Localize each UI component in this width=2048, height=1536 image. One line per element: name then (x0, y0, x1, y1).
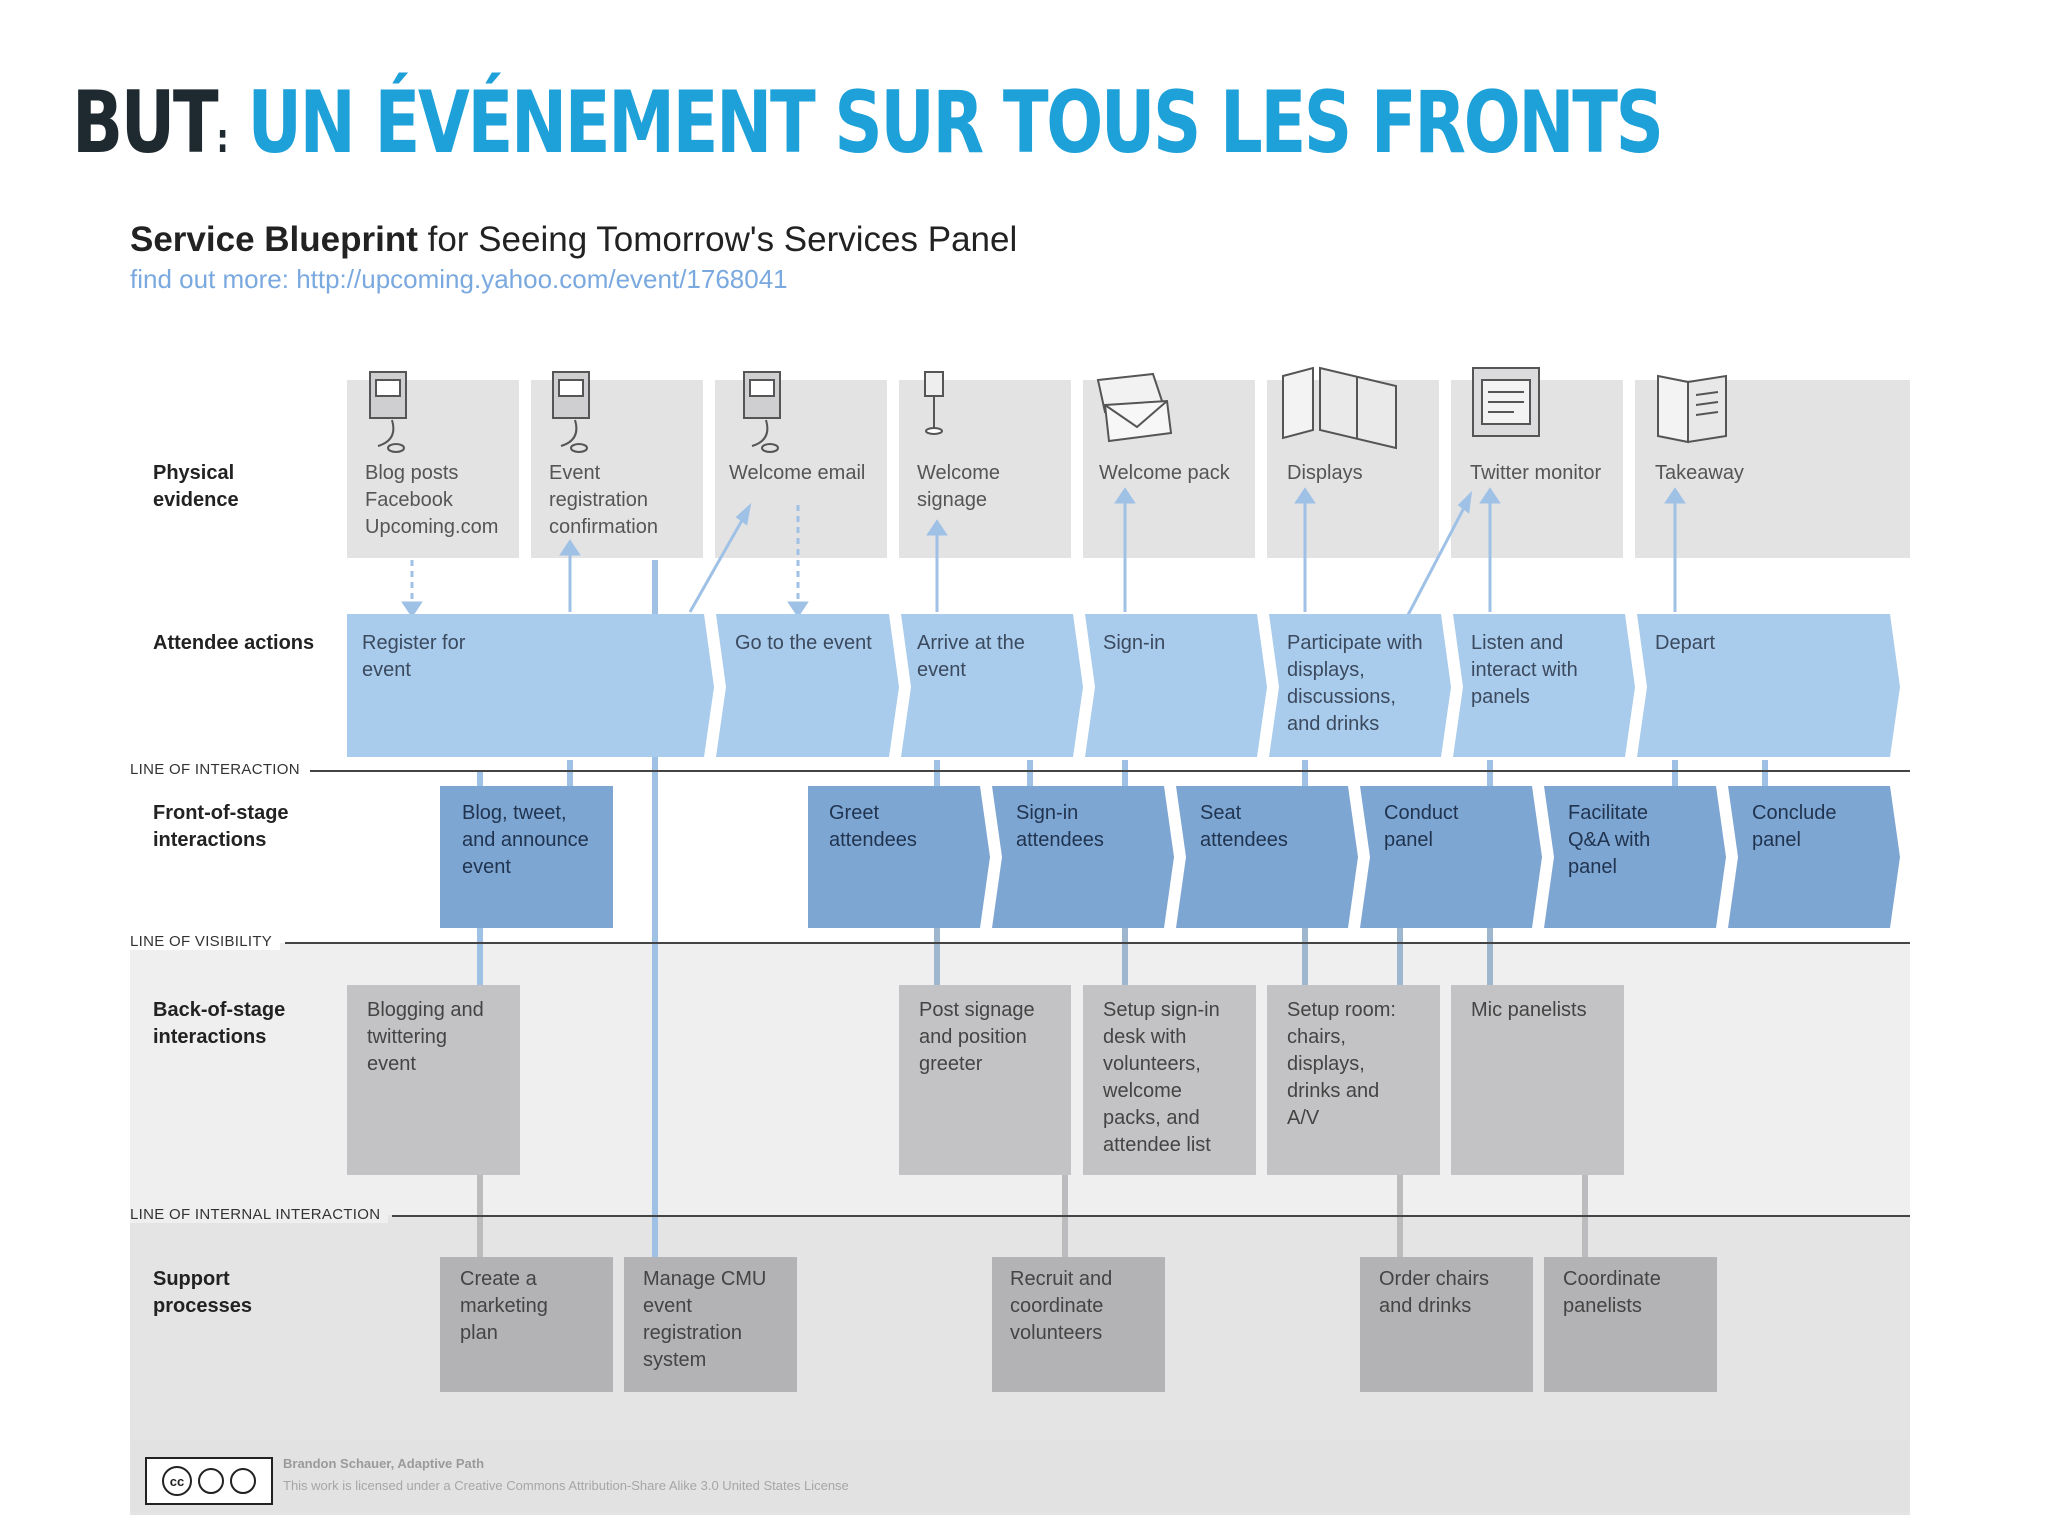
cc-icon: cc (162, 1466, 192, 1496)
evidence-label: Blog posts Facebook Upcoming.com (365, 462, 499, 538)
blueprint-title: Service Blueprint for Seeing Tomorrow's … (130, 220, 1018, 259)
slide-title-lead: BUT (72, 73, 219, 173)
front-stage-interaction: Sign-in attendees (1016, 802, 1104, 851)
front-stage-interaction: Conduct panel (1384, 802, 1459, 851)
envelope-icon (1096, 372, 1173, 443)
support-process: Create a marketing plan (460, 1268, 548, 1344)
evidence-label: Twitter monitor (1470, 462, 1602, 484)
row-label-physical: Physical evidence (153, 462, 239, 511)
slide-title-rest: UN ÉVÉNEMENT SUR TOUS LES FRONTS (247, 73, 1664, 173)
attendee-action: Arrive at the event (917, 632, 1025, 681)
line-label-interaction: LINE OF INTERACTION (130, 761, 308, 778)
slide-title: BUT: UN ÉVÉNEMENT SUR TOUS LES FRONTS (72, 80, 1664, 166)
support-process: Coordinate panelists (1563, 1268, 1661, 1317)
row-label-attendee: Attendee actions (153, 632, 315, 654)
front-stage-interaction: Conclude panel (1752, 802, 1837, 851)
display-board-icon (1282, 366, 1397, 450)
evidence-arrows (401, 487, 1686, 618)
front-stage-chevrons (440, 786, 1900, 928)
attendee-action: Listen and interact with panels (1471, 632, 1578, 708)
back-stage-interaction: Setup room: chairs, displays, drinks and… (1287, 999, 1396, 1129)
attendee-action: Register for event (362, 632, 466, 681)
creative-commons-badge: cc (145, 1457, 273, 1505)
evidence-label: Displays (1287, 462, 1363, 484)
back-stage-interaction: Post signage and position greeter (919, 999, 1035, 1075)
front-stage-interaction: Blog, tweet, and announce event (462, 802, 589, 878)
slide-title-colon: : (216, 116, 228, 162)
signpost-icon (924, 371, 944, 435)
attendee-action: Sign-in (1103, 632, 1166, 654)
front-stage-interaction: Facilitate Q&A with panel (1568, 802, 1651, 878)
blueprint-link[interactable]: find out more: http://upcoming.yahoo.com… (130, 264, 788, 294)
front-stage-interaction: Seat attendees (1200, 802, 1288, 851)
evidence-label: Welcome signage (917, 462, 1000, 511)
evidence-label: Takeaway (1655, 462, 1744, 484)
monitor-icon (1472, 367, 1540, 437)
front-stage-interaction: Greet attendees (829, 802, 917, 851)
evidence-label: Event registration confirmation (549, 462, 658, 538)
back-stage-interaction: Setup sign-in desk with volunteers, welc… (1103, 999, 1220, 1156)
evidence-label: Welcome email (729, 462, 866, 484)
support-process: Order chairs and drinks (1379, 1268, 1490, 1317)
footer-band (130, 1440, 1910, 1512)
support-process: Recruit and coordinate volunteers (1010, 1268, 1113, 1344)
row-label-back: Back-of-stage interactions (153, 999, 286, 1048)
booklet-icon (1657, 374, 1727, 444)
footer-license: This work is licensed under a Creative C… (283, 1478, 849, 1493)
back-stage-interaction: Blogging and twittering event (367, 999, 484, 1075)
computer-icon (552, 371, 590, 453)
row-label-support: Support processes (153, 1268, 252, 1317)
attendee-action: Participate with displays, discussions, … (1287, 632, 1423, 735)
back-stage-interaction: Mic panelists (1471, 999, 1587, 1021)
support-boxes (440, 1257, 1717, 1392)
evidence-label: Welcome pack (1099, 462, 1230, 484)
line-label-internal: LINE OF INTERNAL INTERACTION (130, 1206, 389, 1223)
computer-icon (369, 371, 407, 453)
attribution-icon (198, 1468, 224, 1494)
support-process: Manage CMU event registration system (643, 1268, 767, 1371)
line-label-visibility: LINE OF VISIBILITY (130, 933, 281, 950)
share-alike-icon (230, 1468, 256, 1494)
footer-credit: Brandon Schauer, Adaptive Path (283, 1456, 485, 1471)
attendee-action: Depart (1655, 632, 1716, 654)
attendee-action-chevrons (347, 614, 1900, 757)
row-label-front: Front-of-stage interactions (153, 802, 289, 851)
attendee-action: Go to the event (735, 632, 872, 654)
computer-icon (743, 371, 781, 453)
back-stage-boxes (347, 985, 1624, 1175)
